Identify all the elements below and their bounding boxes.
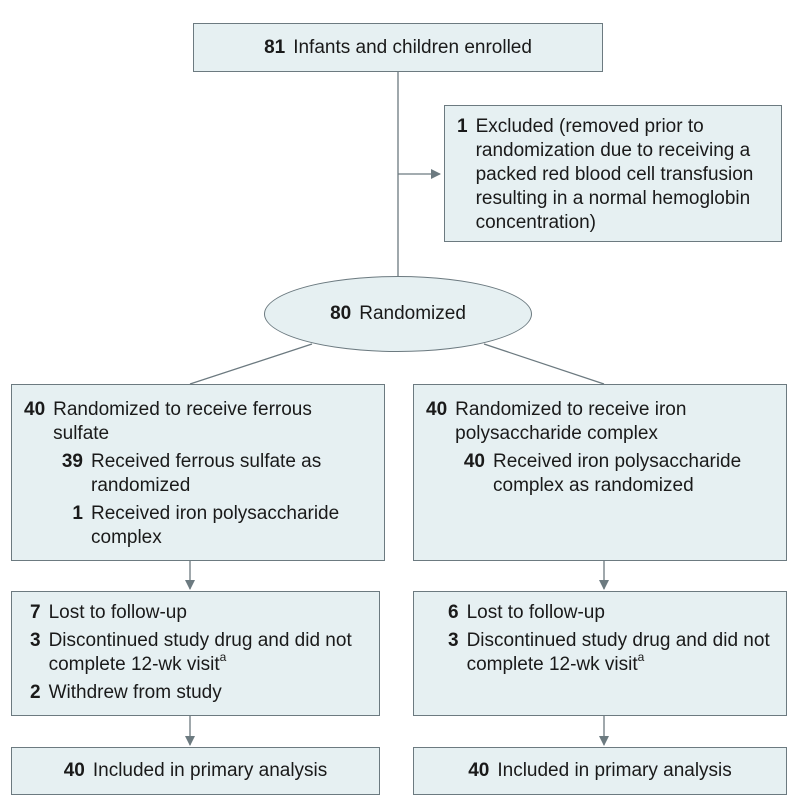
excluded-box: 1 Excluded (removed prior to randomizati… bbox=[444, 105, 782, 242]
left-arm-sub-label: Received iron polysaccharide complex bbox=[91, 503, 340, 548]
right-followup-label: Lost to follow-up bbox=[466, 602, 605, 623]
footnote-marker: a bbox=[219, 649, 227, 664]
left-followup-count: 2 bbox=[30, 682, 41, 703]
right-arm-sub-label: Received iron polysaccharide complex as … bbox=[493, 451, 742, 496]
left-arm-label: Randomized to receive ferrous sulfate bbox=[53, 399, 312, 444]
left-followup-item: 3 Discontinued study drug and did not co… bbox=[30, 629, 367, 677]
left-followup-count: 3 bbox=[30, 630, 41, 651]
randomized-count: 80 bbox=[330, 303, 352, 324]
right-followup-label: Discontinued study drug and did not comp… bbox=[466, 630, 770, 675]
left-analysis-count: 40 bbox=[63, 760, 85, 781]
left-arm-header: 40 Randomized to receive ferrous sulfate bbox=[24, 398, 372, 446]
right-analysis-label: Included in primary analysis bbox=[497, 760, 732, 781]
left-analysis-label: Included in primary analysis bbox=[92, 760, 328, 781]
excluded-label: Excluded (removed prior to randomization… bbox=[475, 116, 754, 233]
right-followup-count: 6 bbox=[448, 602, 459, 623]
right-analysis-count: 40 bbox=[468, 760, 490, 781]
left-arm-box: 40 Randomized to receive ferrous sulfate… bbox=[11, 384, 385, 561]
connector-randomized-to-right bbox=[483, 343, 605, 385]
right-followup-label-wrap: Discontinued study drug and did not comp… bbox=[467, 629, 774, 677]
right-arm-sub-item: 40 Received iron polysaccharide complex … bbox=[426, 450, 774, 498]
left-followup-label: Lost to follow-up bbox=[48, 602, 187, 623]
randomized-label: Randomized bbox=[359, 303, 466, 324]
left-followup-item: 7 Lost to follow-up bbox=[30, 601, 367, 625]
right-followup-box: 6 Lost to follow-up 3 Discontinued study… bbox=[413, 591, 787, 716]
enrolled-label: Infants and children enrolled bbox=[293, 36, 532, 58]
randomized-ellipse: 80 Randomized bbox=[264, 276, 532, 352]
left-followup-count: 7 bbox=[30, 602, 41, 623]
right-followup-count: 3 bbox=[448, 630, 459, 651]
left-arm-sub-count: 39 bbox=[61, 451, 83, 472]
right-arm-header: 40 Randomized to receive iron polysaccha… bbox=[426, 398, 774, 446]
connector-randomized-to-left bbox=[189, 343, 313, 385]
left-arm-sub-item: 39 Received ferrous sulfate as randomize… bbox=[24, 450, 372, 498]
right-arm-box: 40 Randomized to receive iron polysaccha… bbox=[413, 384, 787, 561]
right-analysis-box: 40 Included in primary analysis bbox=[413, 747, 787, 795]
left-analysis-box: 40 Included in primary analysis bbox=[11, 747, 380, 795]
right-arm-count: 40 bbox=[426, 399, 448, 420]
excluded-count: 1 bbox=[457, 116, 468, 137]
left-arm-sub-label: Received ferrous sulfate as randomized bbox=[91, 451, 322, 496]
left-arm-sub-count: 1 bbox=[72, 503, 83, 524]
right-arm-sub-count: 40 bbox=[463, 451, 485, 472]
left-followup-box: 7 Lost to follow-up 3 Discontinued study… bbox=[11, 591, 380, 716]
left-arm-sub-item: 1 Received iron polysaccharide complex bbox=[24, 502, 372, 550]
left-followup-label-wrap: Discontinued study drug and did not comp… bbox=[49, 629, 367, 677]
left-followup-item: 2 Withdrew from study bbox=[30, 681, 367, 705]
left-followup-label: Withdrew from study bbox=[48, 682, 222, 703]
footnote-marker: a bbox=[637, 649, 645, 664]
enrolled-count: 81 bbox=[264, 36, 286, 58]
right-followup-item: 6 Lost to follow-up bbox=[448, 601, 774, 625]
right-followup-item: 3 Discontinued study drug and did not co… bbox=[448, 629, 774, 677]
left-followup-label: Discontinued study drug and did not comp… bbox=[48, 630, 352, 675]
enrolled-box: 81 Infants and children enrolled bbox=[193, 23, 603, 72]
left-arm-count: 40 bbox=[24, 399, 46, 420]
right-arm-label: Randomized to receive iron polysaccharid… bbox=[455, 399, 687, 444]
